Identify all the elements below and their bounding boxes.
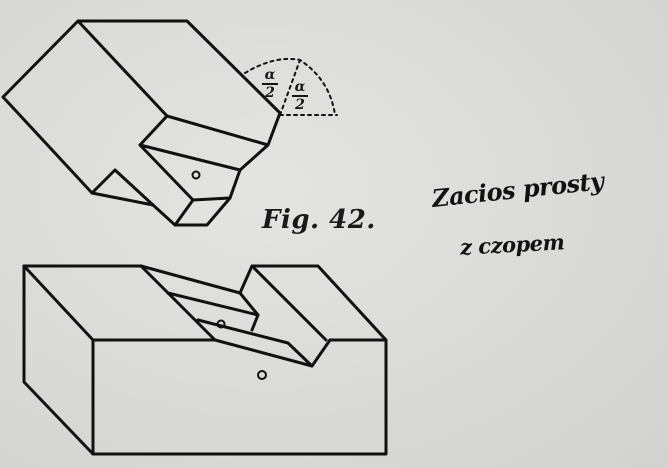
angle-construction [244,57,338,116]
angle-label-alpha-half-left: α 2 [262,68,278,100]
lower-mortise-drawing [22,264,388,456]
figure-caption: Fig. 42. [262,205,376,235]
angle-label-alpha-half-right: α 2 [292,80,308,112]
upper-tenon-drawing [1,19,338,227]
